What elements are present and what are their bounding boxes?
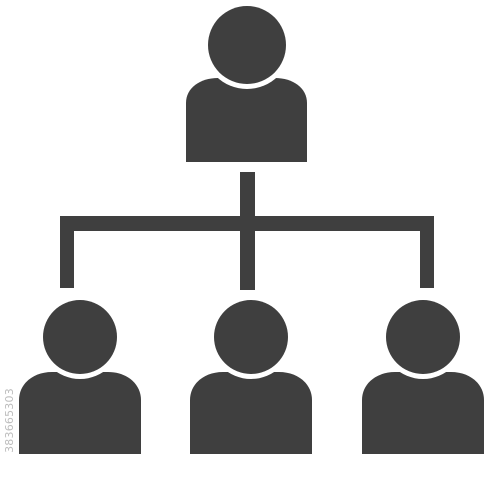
stock-id-watermark: 383665303 <box>2 362 16 478</box>
left-person-icon <box>19 295 141 454</box>
top-person-icon <box>186 1 307 162</box>
middle-person-icon <box>190 295 312 454</box>
connector-lines <box>60 172 434 290</box>
left-drop-connector <box>60 216 74 288</box>
right-person-icon <box>362 295 484 454</box>
middle-drop-connector <box>240 216 255 290</box>
stock-id-text: 383665303 <box>2 387 16 453</box>
right-drop-connector <box>420 216 434 288</box>
trunk-connector <box>240 172 255 222</box>
